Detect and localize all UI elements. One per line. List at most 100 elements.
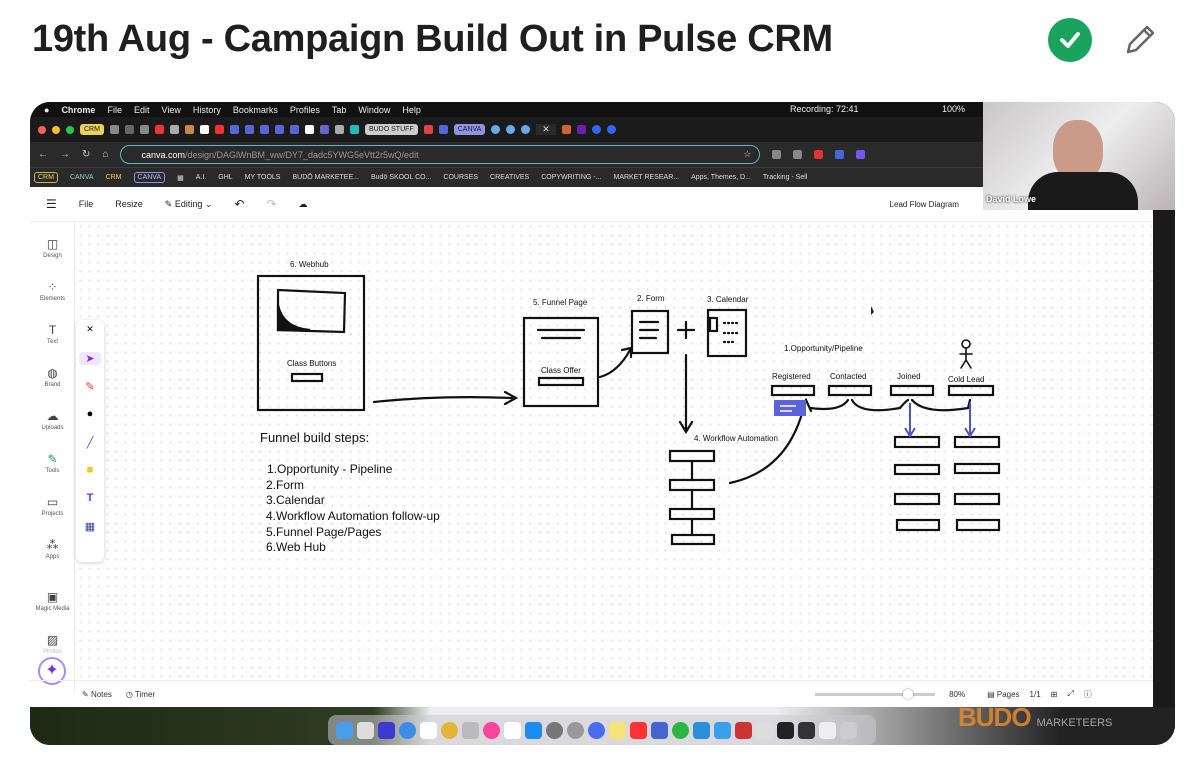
sidebar-label: Design [43,253,62,259]
label-stage-contacted: Contacted [830,372,866,381]
url-path: /design/DAGlWnBM_ww/DY7_dadc5YWG5eVtt2r5… [184,149,419,160]
pen-tool-icon: ✎ [85,381,95,393]
settings-icon [546,721,563,739]
mac-menubar: ● Chrome File Edit View History Bookmark… [30,102,1175,117]
tab-favicon [491,125,501,134]
video-player[interactable]: ● Chrome File Edit View History Bookmark… [30,102,1175,745]
tab-favicon [169,125,179,134]
tab-favicon [521,125,531,134]
menu-file: File [107,104,122,115]
brand-icon: ◍ [47,366,58,380]
tools-icon: ✎ [47,452,58,466]
sidebar-apps: ⁂Apps [30,538,75,560]
draw-toolbar: ✕ ➤ ✎ ● ╱ ■ T ▦ [76,320,104,562]
tab-favicon [289,125,299,134]
resize-button: Resize [115,199,143,209]
pages-button: ▤ Pages [987,689,1020,699]
plus-sign [676,320,696,340]
sidebar-label: Apps [45,554,60,560]
sidebar-photos: ▨Photos [30,633,75,655]
app-store-icon [525,721,542,739]
magic-assistant-button: ✦ [38,657,66,685]
close-window-icon [38,125,46,134]
stage-sub-boxes [893,435,1001,532]
browser-tab-bar: CRM BUDO STUFF CANVA ✕ [30,117,985,142]
photos-icon [483,721,500,739]
class-offer-button-sketch [537,376,585,387]
tab-favicon [229,125,239,134]
url-field: canva.com/design/DAGlWnBM_ww/DY7_dadc5YW… [120,145,761,164]
reload-icon: ↻ [82,149,91,160]
tab-favicon [304,125,314,134]
tab-favicon [139,125,149,134]
table-tool-icon: ▦ [84,521,96,533]
app-icon [651,721,668,739]
form-sketch [630,309,670,355]
tab-favicon [154,125,164,134]
tab-favicon [199,125,209,134]
canva-editor: ☰ File Resize ✎ Editing ⌄ ↶ ↷ ☁ Lead Flo… [30,187,1153,707]
active-tab-close-icon: ✕ [536,124,556,135]
tab-favicon [214,125,224,134]
webhub-sketch [256,274,366,412]
check-circle-icon[interactable] [1048,18,1092,62]
tab-favicon [576,125,586,134]
bookmark-folder: Budō SKOOL CO... [370,174,432,181]
extension-icon [772,150,782,159]
launchpad-icon [357,721,374,739]
app-icon [567,721,584,739]
music-icon [630,721,647,739]
zoom-slider-handle [903,688,914,699]
tab-favicon [334,125,344,134]
trash-icon [840,721,857,739]
address-bar-row: ←→↻⌂ canva.com/design/DAGlWnBM_ww/DY7_da… [30,142,985,167]
step-item: 4.Workflow Automation follow-up [266,509,440,523]
pencil-icon[interactable] [1120,20,1160,60]
sidebar-label: Uploads [41,425,64,431]
tab-canva: CANVA [453,124,486,135]
step-item: 1.Opportunity - Pipeline [267,462,393,476]
calendar-icon [420,721,437,739]
pages-label: Pages [996,689,1020,699]
presenter-face [1053,120,1103,182]
photos-icon: ▨ [46,633,59,647]
redo-icon: ↷ [266,197,277,211]
editing-label: Editing [174,198,203,209]
bookmark-folder: GHL [218,174,233,181]
editing-dropdown: ✎ Editing ⌄ [164,198,213,209]
chrome-icon [441,721,458,739]
notes-button: ✎ Notes [82,689,112,699]
sidebar-elements: ⁘Elements [30,280,75,302]
sidebar-brand: ◍ Brand [30,366,75,388]
mac-dock [328,715,876,745]
funnel-page-sketch [522,316,600,408]
label-pipeline: 1.Opportunity/Pipeline [784,344,863,353]
bookmark-item: CRM [34,172,58,183]
select-tool-icon: ➤ [79,352,101,365]
design-canvas [76,222,1153,680]
tab-budo-stuff: BUDO STUFF [364,124,418,135]
design-icon: ◫ [46,237,59,251]
magic-media-icon: ▣ [46,590,59,604]
app-icon [819,721,836,739]
bookmark-star-icon: ☆ [743,149,752,159]
tab-favicon [606,125,616,134]
steps-list: 1.Opportunity - Pipeline 2.Form 3.Calend… [266,462,440,554]
form-lines [638,320,660,340]
menu-window: Window [358,104,391,115]
app-icon [756,721,773,739]
bookmark-item: CANVA [133,172,166,183]
canva-header: ☰ File Resize ✎ Editing ⌄ ↶ ↷ ☁ Lead Flo… [30,187,1153,222]
canva-footer: ✎ Notes ◷ Timer 80% ▤ Pages 1/1 ⊞ ⤢ ⓘ [30,680,1153,707]
sidebar-label: Text [46,339,58,345]
apple-icon: ● [44,104,50,115]
grid-view-icon: ⊞ [1050,689,1058,699]
arrow-funnel-to-form [598,346,633,379]
notes-app-icon [609,721,626,739]
bookmark-folder: MARKET RESEAR... [613,174,680,181]
sidebar-label: Brand [44,382,61,388]
app-icon [462,721,479,739]
mouse-cursor-icon [871,306,874,315]
right-panel-strip [1153,210,1175,710]
